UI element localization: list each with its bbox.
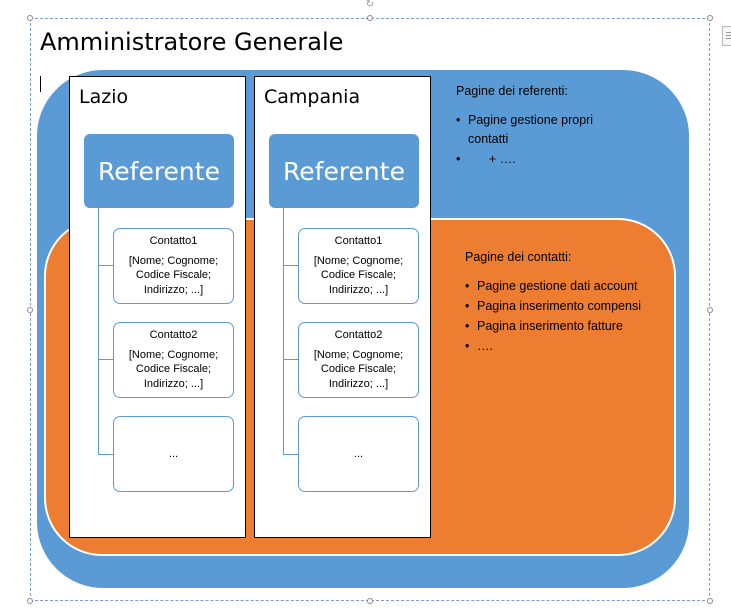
referenti-pages-block[interactable]: Pagine dei referenti: • Pagine gestione p…: [456, 82, 631, 170]
contact-title: Contatto2: [149, 329, 198, 341]
list-item-text: Pagine gestione propri contatti: [468, 113, 594, 146]
region-box-campania[interactable]: Campania Referente Contatto1 [Nome; Cogn…: [254, 76, 431, 538]
contatti-pages-title: Pagine dei contatti:: [465, 250, 572, 264]
tree-branch: [98, 265, 113, 266]
contact-more-label: ...: [353, 447, 364, 460]
bullet-icon: •: [465, 279, 470, 293]
contact-box-more[interactable]: ...: [298, 416, 419, 492]
bullet-icon: •: [456, 113, 461, 127]
resize-handle-top-left[interactable]: [27, 15, 33, 21]
resize-handle-bottom-right[interactable]: [707, 598, 713, 604]
contact-details: [Nome; Cognome; Codice Fiscale; Indirizz…: [313, 254, 404, 296]
rotate-handle-icon[interactable]: ↻: [365, 0, 375, 10]
contact-details: [Nome; Cognome; Codice Fiscale; Indirizz…: [313, 348, 404, 390]
resize-handle-bottom-left[interactable]: [27, 598, 33, 604]
region-title: Campania: [264, 86, 361, 108]
diagram-title[interactable]: Amministratore Generale: [40, 28, 344, 56]
contact-title: Contatto1: [334, 235, 383, 247]
contact-box-1[interactable]: Contatto1 [Nome; Cognome; Codice Fiscale…: [113, 228, 234, 304]
tree-branch: [283, 265, 298, 266]
contact-box-1[interactable]: Contatto1 [Nome; Cognome; Codice Fiscale…: [298, 228, 419, 304]
list-item: • Pagine gestione propri contatti: [456, 111, 631, 149]
region-title: Lazio: [79, 86, 129, 108]
contact-title: Contatto2: [334, 329, 383, 341]
list-item: • Pagine gestione dati account: [465, 277, 655, 296]
resize-handle-bottom[interactable]: [367, 598, 373, 604]
resize-handle-right[interactable]: [707, 307, 713, 313]
tree-connector: [98, 208, 99, 455]
contact-box-more[interactable]: ...: [113, 416, 234, 492]
resize-handle-top-right[interactable]: [707, 15, 713, 21]
bullet-icon: •: [465, 339, 470, 353]
referenti-pages-title: Pagine dei referenti:: [456, 84, 568, 98]
resize-handle-top[interactable]: [367, 15, 373, 21]
contact-box-2[interactable]: Contatto2 [Nome; Cognome; Codice Fiscale…: [298, 322, 419, 398]
tree-branch: [283, 454, 298, 455]
list-item: • ….: [465, 337, 655, 356]
list-item-text: Pagina inserimento compensi: [477, 299, 641, 313]
tree-branch: [283, 359, 298, 360]
list-item-text: Pagina inserimento fatture: [477, 319, 623, 333]
contatti-pages-block[interactable]: Pagine dei contatti: • Pagine gestione da…: [465, 248, 655, 357]
referente-box[interactable]: Referente: [269, 134, 419, 208]
tree-connector: [283, 208, 284, 455]
list-item-text: Pagine gestione dati account: [477, 279, 638, 293]
contact-more-label: ...: [168, 447, 179, 460]
list-item-text: ….: [477, 339, 493, 353]
referente-box[interactable]: Referente: [84, 134, 234, 208]
list-item: • + ….: [456, 150, 631, 169]
bullet-icon: •: [456, 152, 461, 166]
list-item: • Pagina inserimento compensi: [465, 297, 655, 316]
contact-details: [Nome; Cognome; Codice Fiscale; Indirizz…: [128, 254, 219, 296]
bullet-icon: •: [465, 319, 470, 333]
list-item: • Pagina inserimento fatture: [465, 317, 655, 336]
list-item-text: + ….: [468, 152, 516, 166]
tree-branch: [98, 359, 113, 360]
text-cursor: [40, 76, 41, 92]
contatti-pages-list: • Pagine gestione dati account • Pagina in…: [465, 277, 655, 356]
tree-branch: [98, 454, 113, 455]
layout-options-icon[interactable]: [722, 26, 731, 46]
contact-details: [Nome; Cognome; Codice Fiscale; Indirizz…: [128, 348, 219, 390]
bullet-icon: •: [465, 299, 470, 313]
resize-handle-left[interactable]: [27, 307, 33, 313]
region-box-lazio[interactable]: Lazio Referente Contatto1 [Nome; Cognome…: [69, 76, 246, 538]
contact-title: Contatto1: [149, 235, 198, 247]
contact-box-2[interactable]: Contatto2 [Nome; Cognome; Codice Fiscale…: [113, 322, 234, 398]
referenti-pages-list: • Pagine gestione propri contatti • + ….: [456, 111, 631, 169]
